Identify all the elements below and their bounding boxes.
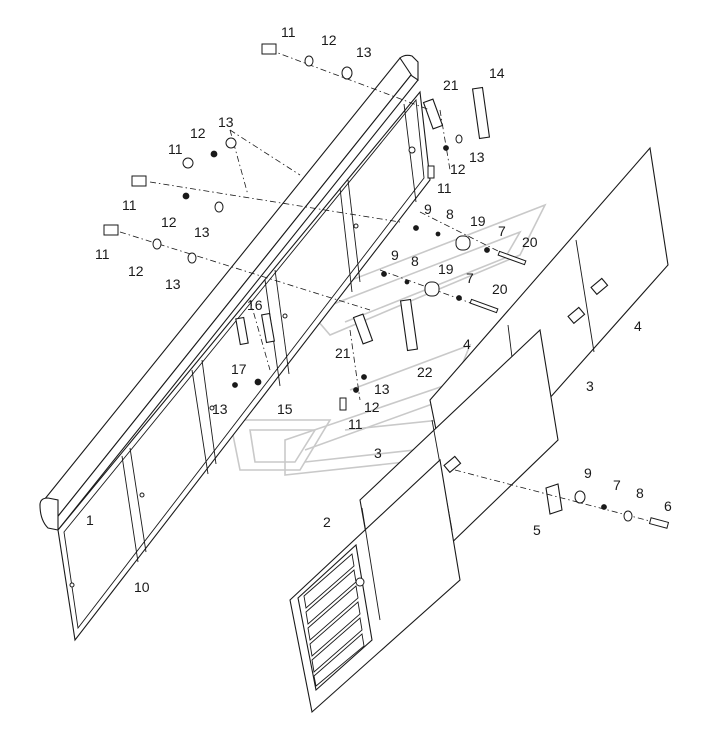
callout-13: 13 <box>356 44 372 60</box>
callout-2: 2 <box>323 514 331 530</box>
callout-4: 4 <box>634 318 642 334</box>
callout-11: 11 <box>122 197 137 213</box>
callout-10: 10 <box>134 579 150 595</box>
main-frame <box>39 54 431 642</box>
callout-20: 20 <box>492 281 508 297</box>
callout-12: 12 <box>364 399 380 415</box>
callout-13: 13 <box>212 401 228 417</box>
callout-3: 3 <box>374 445 382 461</box>
callout-13: 13 <box>194 224 210 240</box>
callout-11: 11 <box>281 24 296 40</box>
callout-12: 12 <box>161 214 177 230</box>
callout-13: 13 <box>218 114 234 130</box>
callout-labels: 11 12 13 21 14 11 12 13 12 13 11 11 12 1… <box>86 24 672 595</box>
callout-21: 21 <box>443 77 459 93</box>
callout-7: 7 <box>613 477 621 493</box>
callout-19: 19 <box>438 261 454 277</box>
callout-1: 1 <box>86 512 94 528</box>
callout-17: 17 <box>231 361 247 377</box>
callout-3: 3 <box>586 378 594 394</box>
fasteners <box>103 43 670 529</box>
callout-16: 16 <box>247 297 263 313</box>
callout-13: 13 <box>374 381 390 397</box>
callout-7: 7 <box>466 270 474 286</box>
callout-8: 8 <box>411 253 419 269</box>
callout-8: 8 <box>446 206 454 222</box>
callout-11: 11 <box>168 141 183 157</box>
hinges <box>235 86 563 515</box>
callout-21: 21 <box>335 345 351 361</box>
callout-12: 12 <box>128 263 144 279</box>
callout-12: 12 <box>321 32 337 48</box>
callout-11: 11 <box>348 416 363 432</box>
callout-6: 6 <box>664 498 672 514</box>
callout-4: 4 <box>463 336 471 352</box>
callout-5: 5 <box>533 522 541 538</box>
callout-9: 9 <box>584 465 592 481</box>
panel-2-grille <box>289 458 461 714</box>
callout-14: 14 <box>489 65 505 81</box>
callout-8: 8 <box>636 485 644 501</box>
callout-9: 9 <box>391 247 399 263</box>
callout-19: 19 <box>470 213 486 229</box>
callout-11: 11 <box>437 180 452 196</box>
callout-7: 7 <box>498 223 506 239</box>
callout-15: 15 <box>277 401 293 417</box>
callout-13: 13 <box>165 276 181 292</box>
callout-22: 22 <box>417 364 433 380</box>
callout-11: 11 <box>95 246 110 262</box>
callout-20: 20 <box>522 234 538 250</box>
callout-13: 13 <box>469 149 485 165</box>
callout-12: 12 <box>190 125 206 141</box>
callout-12: 12 <box>450 161 466 177</box>
callout-9: 9 <box>424 201 432 217</box>
